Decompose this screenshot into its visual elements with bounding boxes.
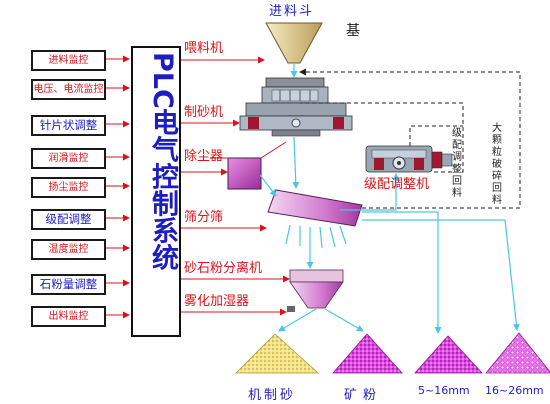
sand-maker-machine (239, 77, 353, 137)
separator-hopper (289, 269, 344, 309)
pile-16-26mm (485, 332, 550, 374)
feed-hopper (265, 22, 323, 64)
sand-maker-label: 制砂机 (184, 105, 224, 120)
pile-5-16mm (414, 335, 483, 374)
grading-adjuster-machine (365, 145, 453, 173)
product-label-5-16mm: 5~16mm (418, 384, 470, 397)
monitor-temperature: 温度监控 (31, 239, 106, 260)
monitor-stone-powder: 石粉量调整 (31, 274, 106, 295)
monitor-lubrication: 润滑监控 (31, 148, 106, 169)
base-label: 基 (346, 23, 360, 39)
dust-collector-label: 除尘器 (184, 149, 224, 164)
plc-title: PLC电气控制系统 (147, 52, 178, 271)
plc-equipment-links (179, 56, 290, 316)
plc-control-box: PLC电气控制系统 (131, 46, 181, 337)
pile-machine-sand (235, 333, 320, 374)
vibrating-screen (267, 189, 363, 227)
monitor-discharge: 出料监控 (31, 306, 106, 327)
feeder-label: 喂料机 (184, 41, 224, 56)
humidifier-nozzle (287, 306, 295, 312)
dust-collector-box (227, 157, 262, 190)
grading-adjuster-label: 级配调整机 (364, 177, 430, 192)
pile-mineral-powder (332, 333, 403, 374)
feed-hopper-label: 进料斗 (269, 4, 315, 19)
product-label-mineral-powder: 矿粉 (344, 388, 383, 403)
separator-label: 砂石粉分离机 (184, 261, 263, 276)
return-loops (299, 68, 521, 209)
monitor-dust: 扬尘监控 (31, 177, 106, 198)
monitor-feed: 进料监控 (31, 50, 106, 71)
monitor-needle-flake: 针片状调整 (31, 115, 106, 136)
monitor-links (106, 55, 130, 319)
product-label-16-26mm: 16~26mm (485, 384, 544, 397)
product-label-machine-sand: 机制砂 (248, 388, 297, 403)
flow-lines (259, 64, 520, 334)
monitor-grading: 级配调整 (31, 209, 106, 230)
humidifier-label: 雾化加湿器 (184, 294, 250, 309)
grading-return-note: 级配调整回料 (452, 128, 462, 199)
monitor-voltage-current: 电压、电流监控 (31, 79, 106, 100)
oversize-return-note: 大颗粒破碎回料 (492, 123, 502, 206)
screen-label: 筛分筛 (184, 210, 224, 225)
